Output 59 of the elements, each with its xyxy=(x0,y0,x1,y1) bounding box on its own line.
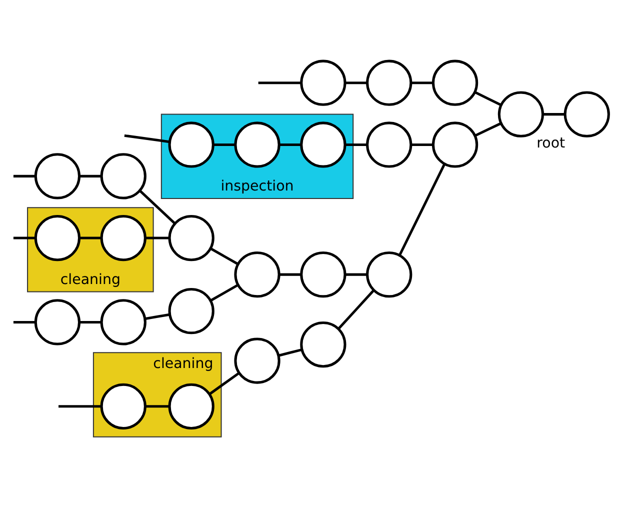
connector xyxy=(398,163,446,256)
connector xyxy=(474,90,502,106)
node-circle xyxy=(168,383,214,430)
node-label: root xyxy=(536,135,566,152)
node-circle xyxy=(234,122,280,168)
node-circle xyxy=(366,251,412,298)
cluster: inspection xyxy=(160,114,354,199)
node-circle xyxy=(234,251,280,298)
connector xyxy=(411,143,433,146)
node-circle xyxy=(564,91,610,138)
connector xyxy=(338,290,375,330)
node-circle xyxy=(100,214,146,262)
connector xyxy=(542,113,565,116)
connector xyxy=(145,236,170,240)
connector xyxy=(345,143,367,146)
node-circle xyxy=(168,214,214,262)
node-circle xyxy=(366,60,412,106)
connector xyxy=(124,134,170,144)
connector xyxy=(411,82,433,84)
connector xyxy=(139,190,176,224)
node-circle xyxy=(168,288,214,334)
connector xyxy=(79,320,102,324)
connector xyxy=(13,236,36,240)
connector xyxy=(79,174,102,178)
connector xyxy=(145,405,170,408)
connector xyxy=(213,143,236,146)
node-circle xyxy=(34,214,81,262)
node-circle xyxy=(100,383,146,430)
connector xyxy=(210,284,239,302)
connector xyxy=(345,82,367,84)
connector xyxy=(258,82,302,84)
node-circle xyxy=(432,60,478,106)
cluster: cleaning xyxy=(92,352,222,438)
node-circle xyxy=(100,153,146,200)
connector xyxy=(474,122,502,137)
node-circle xyxy=(234,338,280,384)
connector xyxy=(279,273,301,276)
node-circle xyxy=(34,299,81,346)
node-circle xyxy=(300,251,346,298)
connector xyxy=(279,143,301,146)
node-circle xyxy=(432,122,478,168)
node-circle xyxy=(168,122,214,168)
connector xyxy=(208,372,240,396)
connector xyxy=(79,236,102,240)
connector xyxy=(13,174,36,178)
connector xyxy=(345,273,367,276)
node-circle xyxy=(300,321,346,368)
node-circle xyxy=(300,60,346,106)
node-circle xyxy=(34,153,81,200)
connector xyxy=(210,248,239,266)
node-circle xyxy=(300,122,346,168)
connector xyxy=(58,405,102,408)
node-circle xyxy=(366,122,412,168)
connector xyxy=(278,348,302,357)
connector xyxy=(13,320,36,324)
cluster: cleaning xyxy=(27,207,154,292)
node-circle xyxy=(498,91,544,138)
node-circle xyxy=(100,299,146,346)
connector xyxy=(145,313,170,320)
